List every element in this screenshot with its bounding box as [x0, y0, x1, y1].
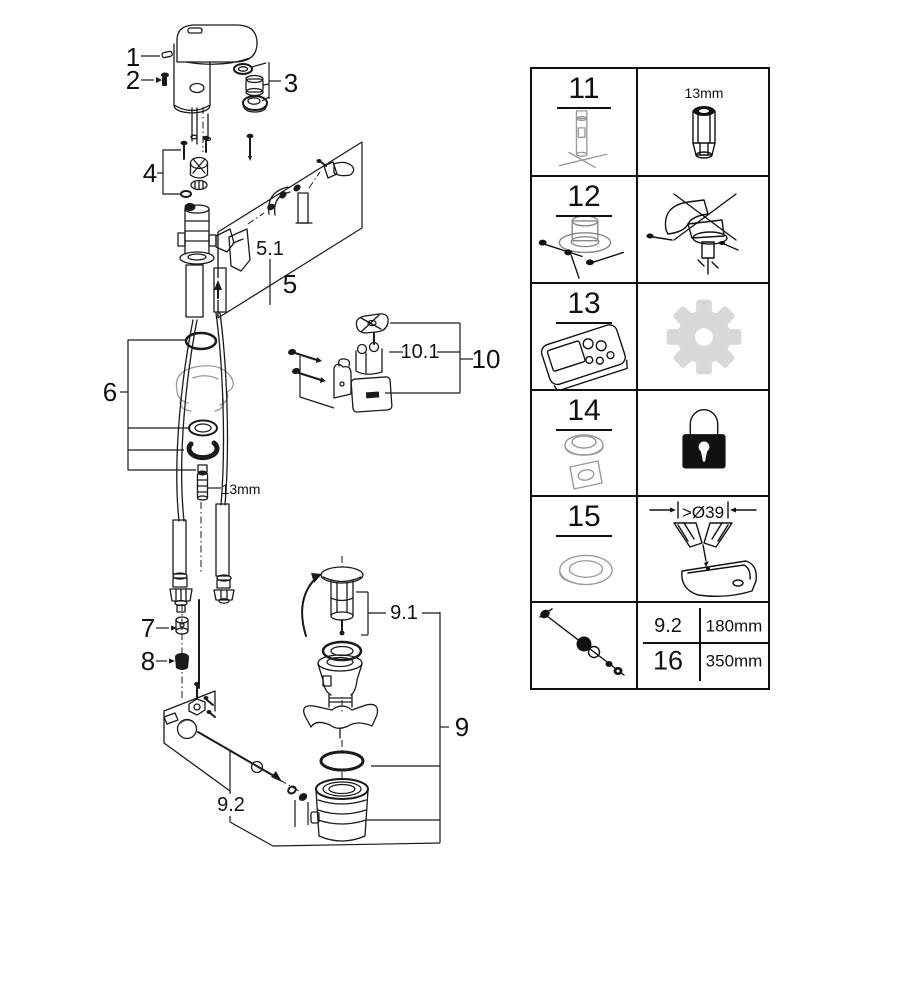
callout-10-1: 10.1	[400, 341, 440, 363]
callout-9-1: 9.1	[390, 602, 418, 624]
callout-1: 1	[125, 42, 141, 72]
callout-2: 2	[125, 65, 141, 95]
part-number-13: 13	[556, 287, 612, 324]
spec-table-divider-vertical	[699, 608, 701, 681]
stud-size-label: 13mm	[221, 481, 261, 497]
pull-rod-parts-7-8	[156, 599, 200, 700]
washer-ring-icon	[559, 554, 613, 586]
spec-table-divider-horizontal	[643, 642, 770, 644]
valve-body	[177, 203, 227, 318]
drain-assembly	[301, 556, 449, 843]
threaded-stud	[196, 470, 221, 501]
table-cell-11: 11	[532, 69, 638, 177]
table-cell-12: 12	[532, 177, 638, 284]
aerator-parts	[233, 63, 268, 113]
socket-wrench-tool-icon	[558, 110, 608, 169]
socket-size-label: 13mm	[684, 85, 724, 101]
grommet-and-clip-icon	[564, 434, 604, 490]
part-number-12: 12	[556, 180, 612, 217]
table-cell-16	[532, 603, 638, 688]
faucet-spout-body	[161, 24, 258, 114]
padlock-icon	[682, 409, 726, 469]
settings-gear-icon	[666, 299, 742, 375]
spec-ref-9-2: 9.2	[654, 615, 682, 637]
lift-rod-9-2	[197, 731, 441, 847]
part-number-14: 14	[556, 394, 612, 431]
parts-table: 11 13mm	[530, 67, 770, 690]
part-number-15: 15	[556, 500, 612, 537]
option-panel-5	[215, 141, 363, 319]
table-cell-13: 13	[532, 284, 638, 391]
supply-tubes	[190, 107, 254, 161]
table-cell-11-detail: 13mm	[638, 69, 770, 177]
callout-5: 5	[282, 269, 298, 299]
cartridge-group	[157, 135, 210, 198]
callout-6: 6	[102, 377, 118, 407]
table-cell-14-detail	[638, 391, 770, 497]
supply-hoses	[169, 312, 235, 613]
callout-4: 4	[142, 158, 158, 188]
table-cell-12-detail	[638, 177, 770, 284]
table-cell-16-detail: 9.2 180mm 16 350mm	[638, 603, 770, 688]
callout-5-1: 5.1	[256, 238, 284, 260]
remote-control-icon	[540, 324, 628, 389]
mounting-flange-screws-icon	[538, 217, 625, 279]
no-turn-warning-icon	[646, 192, 739, 275]
exploded-diagram-art	[120, 24, 473, 847]
part-number-11: 11	[557, 72, 611, 109]
table-cell-14: 14	[532, 391, 638, 497]
sensor-window	[189, 82, 205, 94]
leader-lines-1-2-3	[141, 55, 281, 102]
min-hole-diameter-label: >Ø39	[681, 503, 725, 522]
callout-9: 9	[454, 712, 470, 742]
callout-7: 7	[140, 613, 156, 643]
sensor-slot	[187, 27, 203, 34]
sink-hole-dimension-icon	[649, 501, 757, 598]
table-cell-13-detail	[638, 284, 770, 391]
table-cell-15-detail: >Ø39	[638, 497, 770, 603]
spec-length-350: 350mm	[705, 651, 763, 671]
callout-10: 10	[471, 344, 501, 374]
lift-rod-icon	[539, 608, 625, 676]
callout-9-2: 9.2	[217, 794, 245, 816]
electronics-group-10	[288, 313, 473, 413]
callout-3: 3	[283, 68, 299, 98]
socket-13mm-icon	[692, 106, 716, 159]
spec-ref-16: 16	[652, 645, 684, 676]
installation-plate	[163, 682, 231, 792]
callout-8: 8	[140, 646, 156, 676]
table-cell-15: 15	[532, 497, 638, 603]
spec-length-180: 180mm	[705, 616, 763, 636]
